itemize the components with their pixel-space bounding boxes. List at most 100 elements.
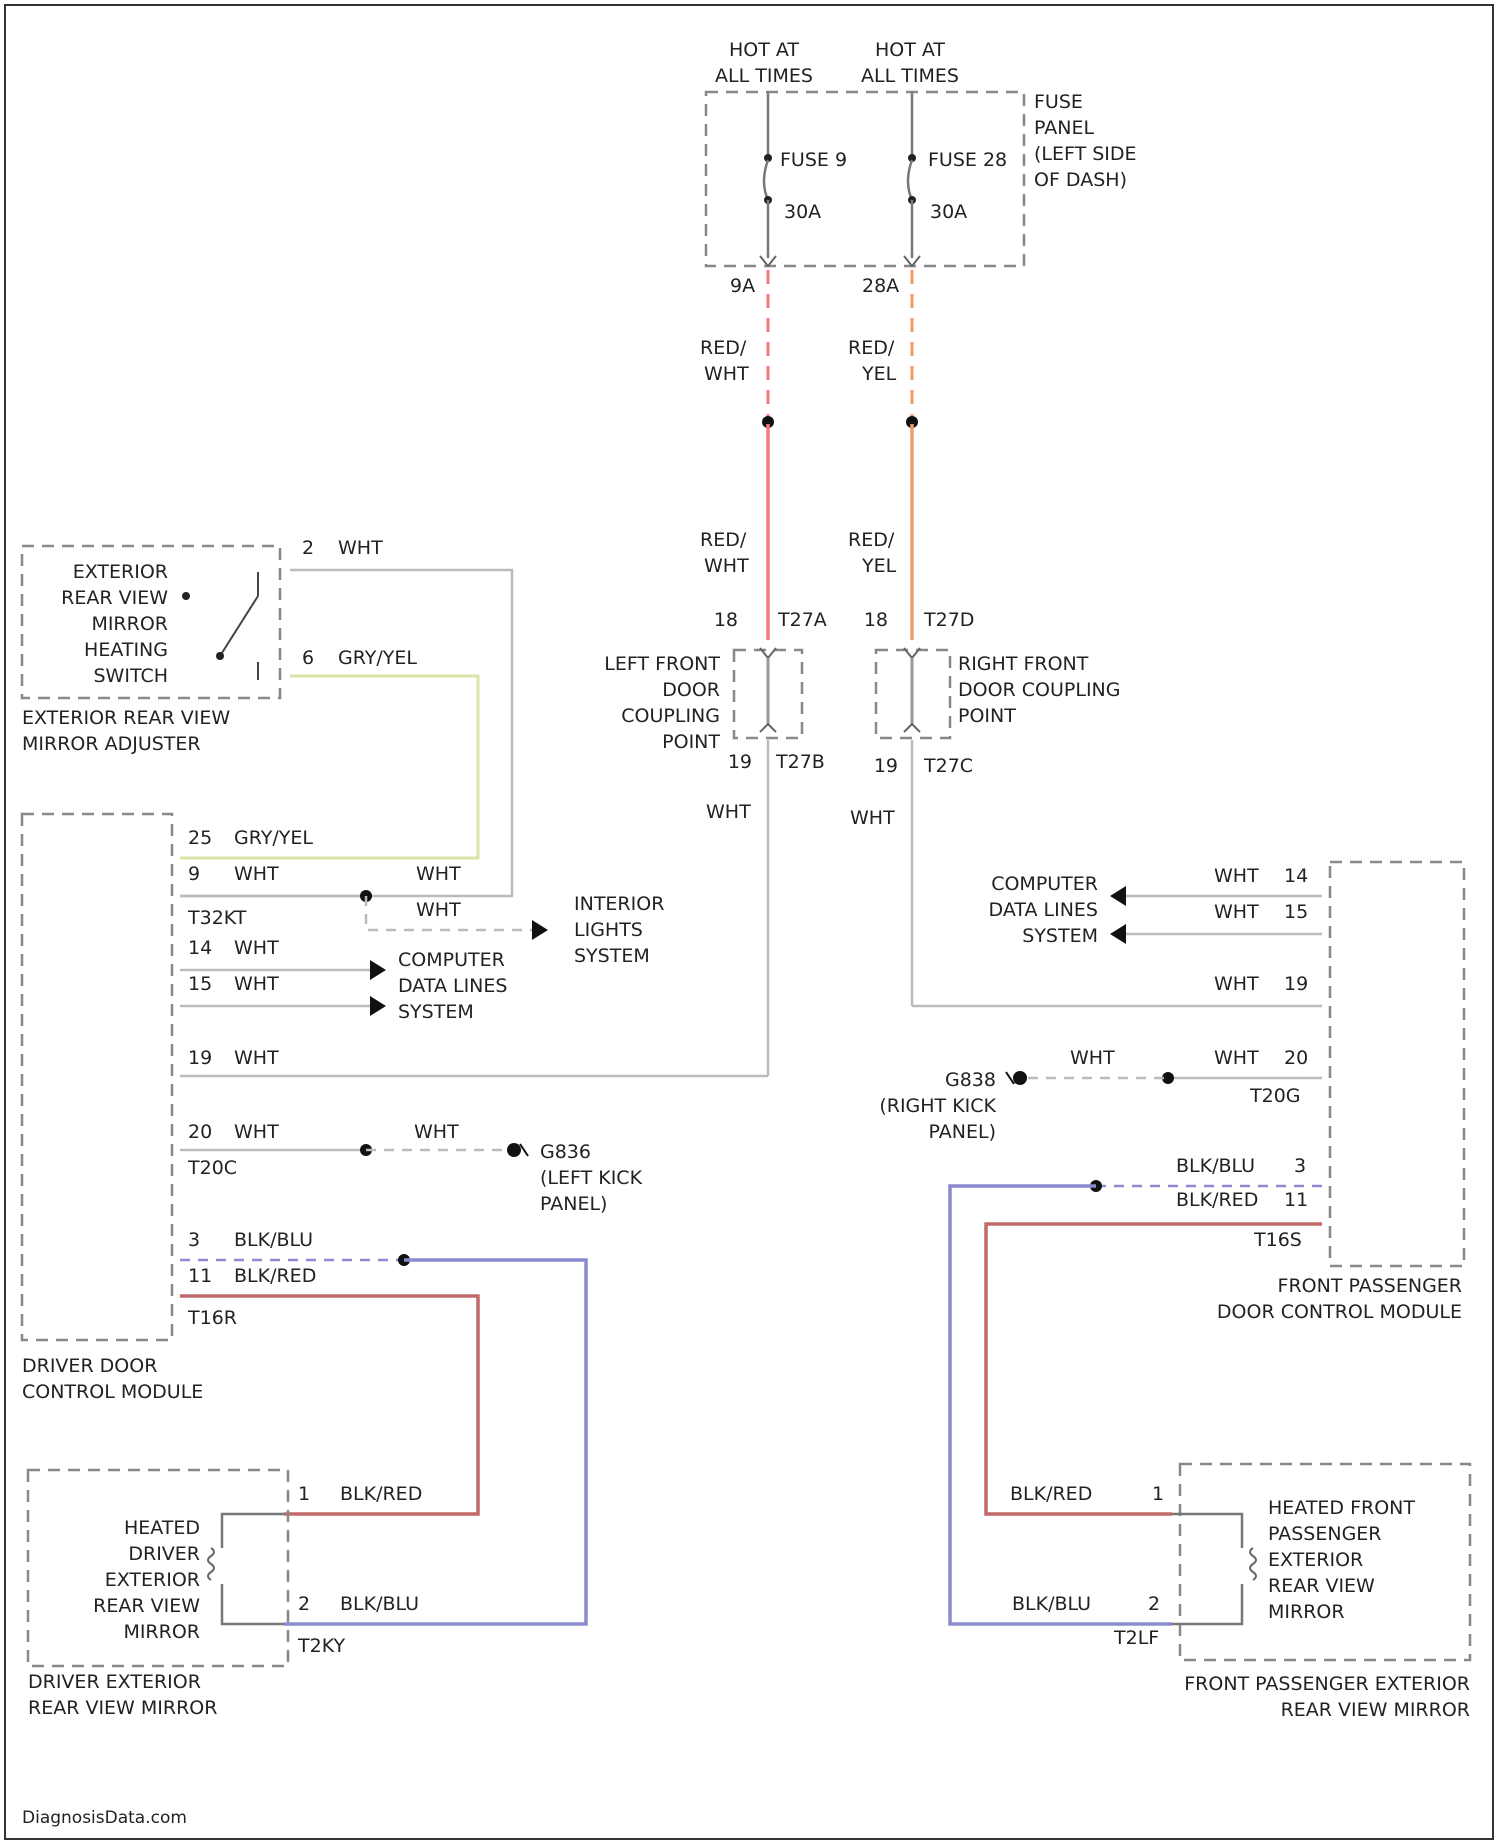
interior-lights-label-3: SYSTEM [574,945,650,967]
passenger-mirror-label-1: HEATED FRONT [1268,1497,1415,1519]
passenger-mirror-conn: T2LF [1113,1627,1159,1649]
driver-conn-c: T16R [187,1307,237,1329]
right-coupling-conn-top: T27D [923,609,974,631]
passenger-mirror-pin2-wire: BLK/BLU [1012,1593,1091,1615]
driver-mirror-lead-top [222,1514,284,1548]
fuse28-terminal-label: 28A [862,275,899,297]
driver-pin19: 19 [188,1047,212,1069]
switch-pin6-wire: GRY/YEL [338,647,417,669]
switch-label-3: MIRROR [91,613,168,635]
fuse28-element [908,160,912,200]
right-coupling-terminal-bottom-icon [904,724,920,732]
right-coupling-label-2: DOOR COUPLING [958,679,1121,701]
wire-label-red-wht-b1: RED/ [700,529,747,551]
ground-g836-label-1: G836 [540,1141,591,1163]
left-coupling-label-1: LEFT FRONT [604,653,720,675]
driver-pin11-wire: BLK/RED [234,1265,316,1287]
passenger-conn-b: T16S [1253,1229,1302,1251]
driver-pin9: 9 [188,863,200,885]
driver-module-box [22,814,172,1340]
driver-pin15-wire: WHT [234,973,279,995]
driver-pin14: 14 [188,937,212,959]
driver-pin9-wire-b: WHT [416,863,461,885]
driver-pin15: 15 [188,973,212,995]
wire-label-red-wht-b2: WHT [704,555,749,577]
passenger-mirror-group-1: FRONT PASSENGER EXTERIOR [1184,1673,1470,1695]
driver-mirror-label-4: REAR VIEW [93,1595,200,1617]
driver-mirror-label-1: HEATED [124,1517,200,1539]
driver-ground-wire: WHT [414,1121,459,1143]
wire-label-red-yel-a1: RED/ [848,337,895,359]
left-coupling-pin-top: 18 [714,609,738,631]
wire-switch-pin2-wht [180,570,512,896]
fuse9-element [764,160,768,200]
wire-label-red-wht-a1: RED/ [700,337,747,359]
adjuster-label-1: EXTERIOR REAR VIEW [22,707,230,729]
switch-lever-icon [220,596,258,656]
passenger-module-label-2: DOOR CONTROL MODULE [1217,1301,1462,1323]
fuse-panel-box [706,92,1024,266]
passenger-mirror-pin1: 1 [1152,1483,1164,1505]
wire-passenger-blk-blu [950,1186,1172,1624]
passenger-pin11: 11 [1284,1189,1308,1211]
driver-pin11: 11 [188,1265,212,1287]
driver-mirror-pin2: 2 [298,1593,310,1615]
wire-label-red-yel-b2: YEL [861,555,897,577]
driver-computer-label-3: SYSTEM [398,1001,474,1023]
left-coupling-wire-label: WHT [706,801,751,823]
driver-mirror-group-1: DRIVER EXTERIOR [28,1671,201,1693]
ground-g838-icon [1013,1071,1027,1085]
driver-exterior-mirror: HEATED DRIVER EXTERIOR REAR VIEW MIRROR … [28,1470,422,1719]
right-coupling-pin-bottom: 19 [874,755,898,777]
fuse9-terminal-label: 9A [730,275,755,297]
right-coupling-label-1: RIGHT FRONT [958,653,1089,675]
hot-at-all-times-2-line1: HOT AT [875,39,945,61]
driver-mirror-label-5: MIRROR [123,1621,200,1643]
fuse-panel-label-2: PANEL [1034,117,1094,139]
driver-conn-a: T32KT [187,907,247,929]
wire-switch-pin6-gry-yel [180,676,478,858]
passenger-exterior-mirror: HEATED FRONT PASSENGER EXTERIOR REAR VIE… [1010,1464,1470,1721]
passenger-pin15-wire: WHT [1214,901,1259,923]
left-coupling-conn-bottom: T27B [775,751,825,773]
interior-lights-label-1: INTERIOR [574,893,664,915]
driver-pin19-wire: WHT [234,1047,279,1069]
hot-at-all-times-2-line2: ALL TIMES [861,65,959,87]
passenger-mirror-lead-bottom [1172,1584,1242,1624]
driver-module-label-2: CONTROL MODULE [22,1381,203,1403]
passenger-pin11-wire: BLK/RED [1176,1189,1258,1211]
left-front-door-coupling: 18 T27A 19 T27B LEFT FRONT DOOR COUPLING… [604,609,827,773]
hot-at-all-times-1-line1: HOT AT [729,39,799,61]
passenger-pin20: 20 [1284,1047,1308,1069]
driver-pin3-wire: BLK/BLU [234,1229,313,1251]
arrow-passenger-pin14-icon [1110,886,1126,906]
fuse9-amp: 30A [784,201,821,223]
driver-mirror-heater-icon [208,1548,214,1580]
passenger-conn-a: T20G [1249,1085,1301,1107]
arrow-interior-lights-icon [532,920,548,940]
driver-pin25-wire: GRY/YEL [234,827,313,849]
left-coupling-label-2: DOOR [662,679,720,701]
driver-mirror-lead-bottom [222,1584,284,1624]
driver-pin3: 3 [188,1229,200,1251]
ground-g836-icon [507,1143,521,1157]
switch-label-1: EXTERIOR [73,561,168,583]
ground-g838-label-1: G838 [945,1069,996,1091]
hot-at-all-times-1-line2: ALL TIMES [715,65,813,87]
left-coupling-conn-top: T27A [777,609,827,631]
passenger-mirror-heater-icon [1250,1548,1256,1580]
adjuster-label-2: MIRROR ADJUSTER [22,733,201,755]
driver-pin9-wire: WHT [234,863,279,885]
passenger-pin20-wire: WHT [1214,1047,1259,1069]
driver-computer-label-1: COMPUTER [398,949,505,971]
driver-mirror-group-2: REAR VIEW MIRROR [28,1697,217,1719]
fuse-panel-label-4: OF DASH) [1034,169,1127,191]
passenger-pin14-wire: WHT [1214,865,1259,887]
passenger-mirror-label-3: EXTERIOR [1268,1549,1363,1571]
fuse28-amp: 30A [930,201,967,223]
driver-pin14-wire: WHT [234,937,279,959]
driver-module-label-1: DRIVER DOOR [22,1355,157,1377]
passenger-pin19: 19 [1284,973,1308,995]
driver-mirror-conn: T2KY [297,1635,345,1657]
